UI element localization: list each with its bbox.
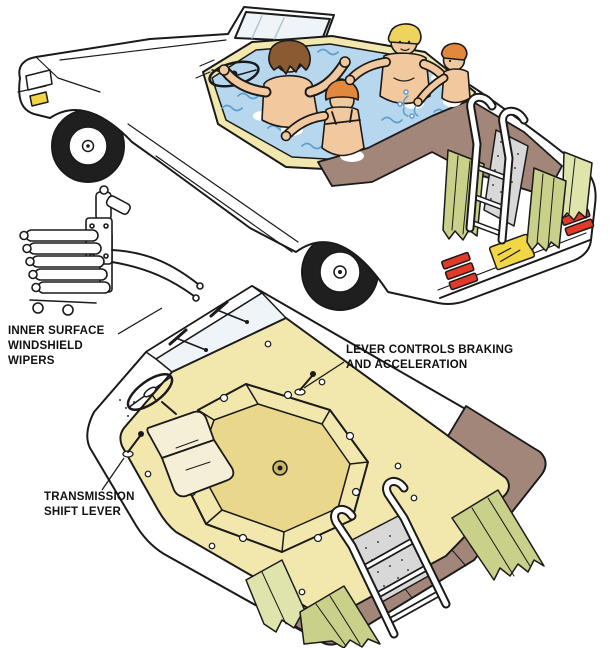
splash-marks <box>397 89 419 119</box>
towel-left-interior <box>299 585 381 648</box>
bather-driver <box>218 39 351 129</box>
brake-accel-lever <box>294 371 316 396</box>
tub-seat <box>146 410 235 498</box>
basin-corner-lines <box>175 383 369 553</box>
tail-lights-left <box>441 251 479 291</box>
callout-lines <box>101 307 345 491</box>
front-wheel <box>51 109 125 183</box>
rear-towel-b <box>526 167 567 252</box>
coil-stack <box>19 229 111 294</box>
rear-towel-light <box>561 151 593 221</box>
callout-line-lever <box>303 361 345 389</box>
boarding-ladder-exterior <box>465 92 529 245</box>
towel-light-interior <box>245 559 311 633</box>
label-windshield-wipers: INNER SURFACE WINDSHIELD WIPERS <box>8 325 105 367</box>
label-shift-lever: TRANSMISSION SHIFT LEVER <box>44 491 135 518</box>
man-hair <box>387 23 422 45</box>
transmission-shift-lever <box>122 431 144 458</box>
fluid-hoses <box>111 249 199 297</box>
bather-man <box>344 23 456 105</box>
callout-line-shift <box>101 457 125 491</box>
kid-hair <box>440 42 468 61</box>
windshield-interior <box>145 285 287 373</box>
side-marker-light <box>29 91 49 107</box>
callout-line-wipers <box>117 307 163 335</box>
interior-top-view <box>86 285 547 648</box>
towel-right-interior <box>451 489 545 581</box>
tub-basin <box>175 383 369 553</box>
wiper-motor-assembly <box>19 185 204 316</box>
boarding-ladder-interior <box>330 477 451 639</box>
label-brake-lever: LEVER CONTROLS BRAKING AND ACCELERATION <box>346 344 514 371</box>
inner-wipers <box>168 300 249 352</box>
bathers <box>218 23 471 157</box>
car-exterior-view <box>17 6 597 311</box>
steering-wheel-interior <box>126 373 177 415</box>
headlight <box>25 69 53 91</box>
driver-hair <box>268 39 311 75</box>
bather-kid <box>413 42 471 107</box>
bather-woman <box>280 78 365 157</box>
